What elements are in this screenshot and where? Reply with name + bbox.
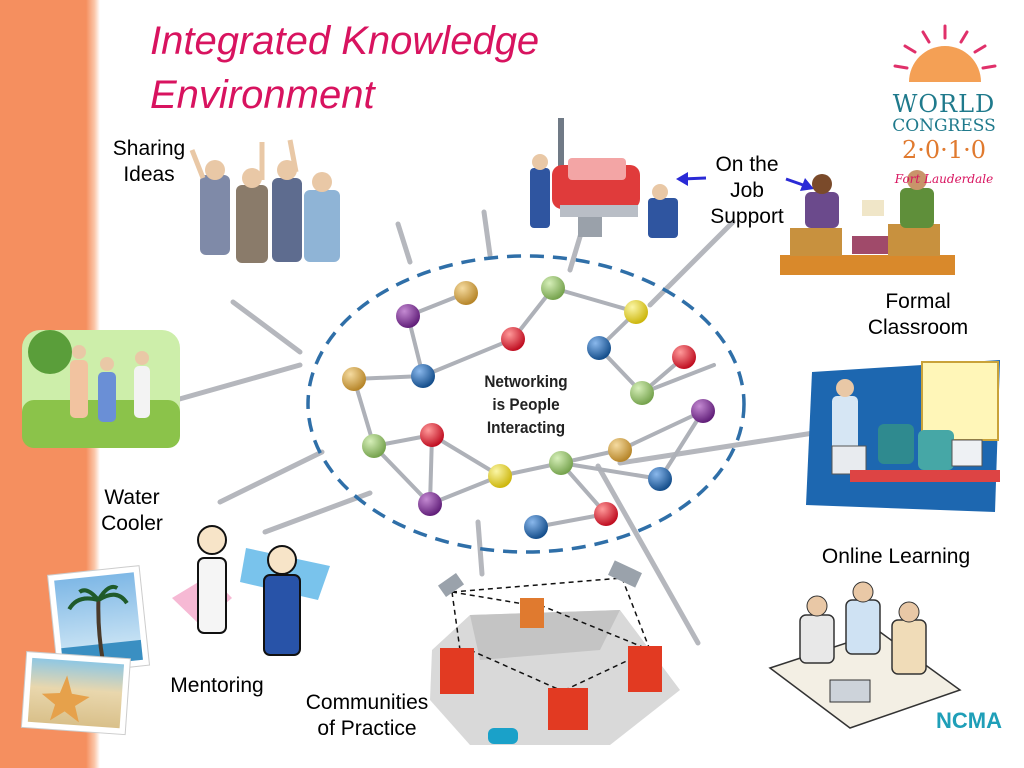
- label-sharing-ideas: Sharing Ideas: [104, 136, 194, 188]
- label-mentoring-line: Mentoring: [170, 674, 264, 697]
- classroom-teacher-icon: [780, 170, 955, 275]
- label-water-cooler: Water Cooler: [92, 485, 172, 537]
- node-green-1: [541, 276, 565, 300]
- node-gold-3: [608, 438, 632, 462]
- node-blue-2: [587, 336, 611, 360]
- label-cop-line-1: Communities: [305, 691, 429, 714]
- ncma-logo: NCMA: [936, 708, 1002, 733]
- sun-icon: [893, 24, 997, 82]
- label-formal-classroom: Formal Classroom: [858, 289, 978, 341]
- network-center-label: Networking is People Interacting: [463, 370, 589, 439]
- node-blue-1: [411, 364, 435, 388]
- center-line-2: is People: [492, 395, 560, 414]
- label-online-line: Online Learning: [821, 545, 971, 568]
- node-gold-2: [342, 367, 366, 391]
- logo-congress: CONGRESS: [892, 116, 996, 136]
- mechanics-car-icon: [530, 118, 678, 238]
- node-blue-3: [648, 467, 672, 491]
- node-red-2: [672, 345, 696, 369]
- node-yellow-2: [488, 464, 512, 488]
- node-red-1: [501, 327, 525, 351]
- title-line-2: Environment: [150, 73, 375, 117]
- node-red-3: [420, 423, 444, 447]
- network-boundary-ellipse: [306, 254, 746, 554]
- palm-tree-photo-icon: [47, 565, 151, 676]
- world-congress-logo: WORLD CONGRESS 2·0·1·0 Fort Lauderdale: [885, 22, 1003, 202]
- node-blue-4: [524, 515, 548, 539]
- node-purple-1: [396, 304, 420, 328]
- node-green-3: [362, 434, 386, 458]
- label-cop-line-2: of Practice: [317, 717, 417, 740]
- node-yellow-1: [624, 300, 648, 324]
- golfers-icon: [22, 330, 180, 448]
- center-line-3: Interacting: [486, 418, 566, 437]
- node-gold-1: [454, 281, 478, 305]
- center-line-1: Networking: [484, 372, 568, 391]
- label-water-line-2: Cooler: [101, 512, 163, 535]
- network-nodes: [342, 276, 715, 539]
- label-communities-of-practice: Communities of Practice: [296, 690, 438, 742]
- mentors-phone-icon: [172, 525, 330, 656]
- node-red-4: [594, 502, 618, 526]
- label-sharing-line-1: Sharing: [112, 137, 186, 160]
- computer-lab-icon: [806, 360, 1000, 512]
- satellite-network-icon: [430, 560, 680, 745]
- node-purple-2: [691, 399, 715, 423]
- spoke-lines: [173, 209, 823, 646]
- node-green-2: [630, 381, 654, 405]
- logo-year: 2·0·1·0: [902, 136, 986, 164]
- label-sharing-line-2: Ideas: [123, 163, 175, 186]
- node-green-4: [549, 451, 573, 475]
- title-line-1: Integrated Knowledge: [150, 19, 540, 63]
- ojt-arrows: [676, 172, 814, 191]
- people-cheering-icon: [189, 139, 340, 263]
- label-online-learning: Online Learning: [808, 544, 984, 570]
- label-mentoring: Mentoring: [160, 673, 274, 699]
- node-purple-3: [418, 492, 442, 516]
- page-title: Integrated Knowledge Environment: [150, 14, 539, 122]
- logo-city: Fort Lauderdale: [894, 172, 994, 186]
- label-ojt-line-2: Job: [730, 179, 764, 202]
- starfish-photo-icon: [20, 650, 131, 736]
- label-ojt-line-1: On the: [715, 153, 779, 176]
- meeting-laptop-icon: [768, 581, 962, 729]
- label-ojt-line-3: Support: [710, 205, 784, 228]
- logo-world: WORLD: [892, 90, 996, 118]
- label-formal-line-2: Classroom: [867, 316, 969, 339]
- label-formal-line-1: Formal: [885, 290, 951, 313]
- label-water-line-1: Water: [104, 486, 160, 509]
- label-on-the-job-support: On the Job Support: [700, 152, 794, 230]
